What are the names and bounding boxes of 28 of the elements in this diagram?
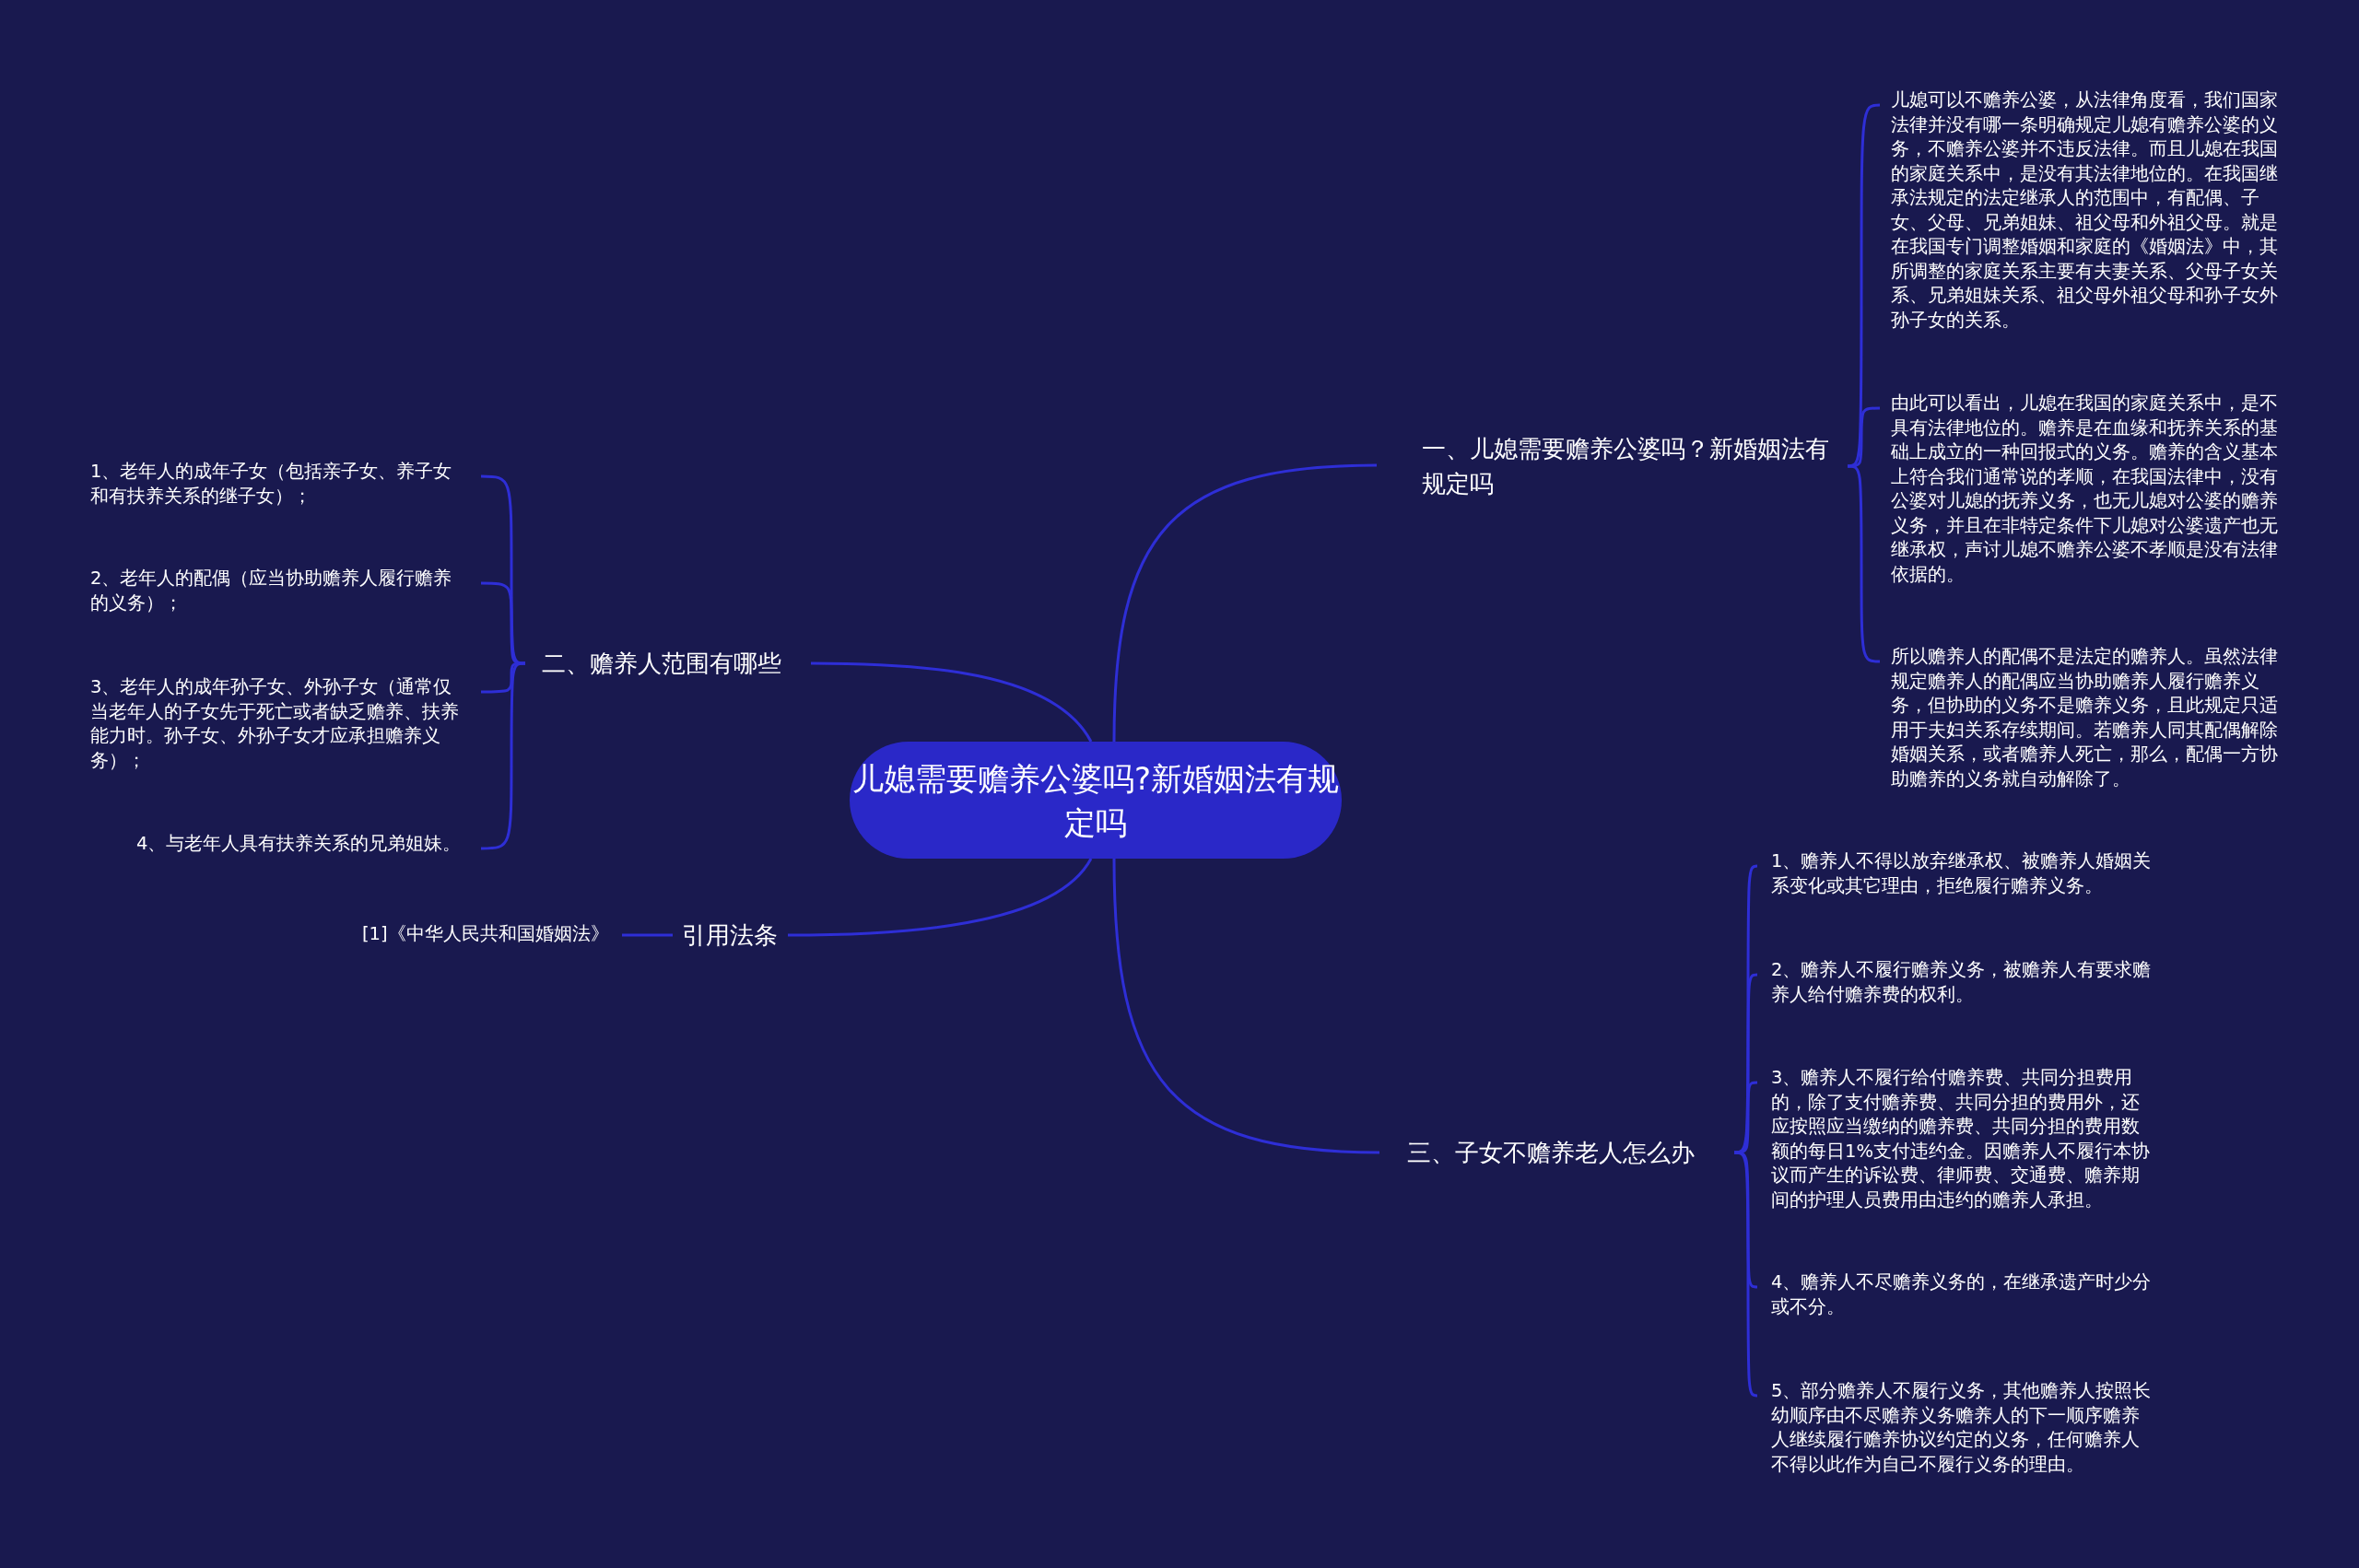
connector	[788, 858, 1093, 937]
central-topic: 儿媳需要赡养公婆吗?新婚姻法有规定吗	[850, 742, 1342, 859]
connector	[1847, 464, 1881, 663]
connector	[1112, 858, 1380, 1154]
topic-text: 一、儿媳需要赡养公婆吗？新婚姻法有规定吗	[1377, 431, 1848, 501]
note-text: 儿媳可以不赡养公婆，从法律角度看，我们国家法律并没有哪一条明确规定儿媳有赡养公婆的义务，不赡养公婆并不违反法律。而且儿媳在我国的家庭关系中，是没有其法律地位的。在我国继承法规定的法定继承人的范围中，有配偶、子女、父母、兄弟姐妹、祖父母和外祖父母。就是在我国专门调整婚姻和家庭的《婚姻法》中，其所调整的家庭关系主要有夫妻关系、父母子女关系、兄弟姐妹关系、祖父母外祖父母和孙子女外孙子女的关系。	[1880, 88, 2278, 333]
connector	[622, 933, 673, 937]
topic-text: 引用法条	[673, 918, 788, 953]
note-text: 5、部分赡养人不履行义务，其他赡养人按照长幼顺序由不尽赡养义务赡养人的下一顺序赡养人继续履行赡养协议约定的义务，任何赡养人不得以此作为自己不履行义务的理由。	[1757, 1379, 2155, 1477]
connector	[481, 581, 525, 665]
note-text: 所以赡养人的配偶不是法定的赡养人。虽然法律规定赡养人的配偶应当协助赡养人履行赡养义务，但协助的义务不是赡养义务，且此规定只适用于夫妇关系存续期间。若赡养人同其配偶解除婚姻关系，或者赡养人死亡，那么，配偶一方协助赡养的义务就自动解除了。	[1880, 645, 2278, 791]
note-text: 2、老年人的配偶（应当协助赡养人履行赡养的义务）；	[83, 567, 481, 615]
note-text: 1、赡养人不得以放弃继承权、被赡养人婚姻关系变化或其它理由，拒绝履行赡养义务。	[1757, 849, 2155, 898]
note-text: 3、老年人的成年孙子女、外孙子女（通常仅当老年人的子女先于死亡或者缺乏赡养、扶养能力时。孙子女、外孙子女才应承担赡养义务）；	[83, 675, 481, 773]
note-text: 4、与老年人具有扶养关系的兄弟姐妹。	[129, 832, 481, 857]
note-text: 2、赡养人不履行赡养义务，被赡养人有要求赡养人给付赡养费的权利。	[1757, 958, 2155, 1007]
note-text: [1]《中华人民共和国婚姻法》	[355, 922, 622, 947]
note-text: 1、老年人的成年子女（包括亲子女、养子女和有扶养关系的继子女）；	[83, 460, 481, 509]
topic-text: 三、子女不赡养老人怎么办	[1379, 1135, 1734, 1170]
connector	[1733, 1151, 1758, 1398]
note-text: 3、赡养人不履行给付赡养费、共同分担费用的，除了支付赡养费、共同分担的费用外，还应按照应当缴纳的赡养费、共同分担的费用数额的每日1%支付违约金。因赡养人不履行本协议而产生的诉讼费、律师费、交通费、赡养期间的护理人员费用由违约的赡养人承担。	[1757, 1066, 2155, 1212]
connector	[1734, 1081, 1758, 1154]
connector	[1848, 406, 1880, 468]
note-text: 由此可以看出，儿媳在我国的家庭关系中，是不具有法律地位的。赡养是在血缘和抚养关系的基础上成立的一种回报式的义务。赡养的含义基本上符合我们通常说的孝顺，在我国法律中，没有公婆对儿媳的抚养义务，也无儿媳对公婆的赡养义务，并且在非特定条件下儿媳对公婆遗产也无继承权，声讨儿媳不赡养公婆不孝顺是没有法律依据的。	[1880, 392, 2278, 587]
topic-text: 二、赡养人范围有哪些	[525, 646, 811, 681]
note-text: 4、赡养人不尽赡养义务的，在继承遗产时少分或不分。	[1757, 1270, 2155, 1319]
connector	[811, 661, 1093, 743]
connector	[1112, 463, 1378, 743]
